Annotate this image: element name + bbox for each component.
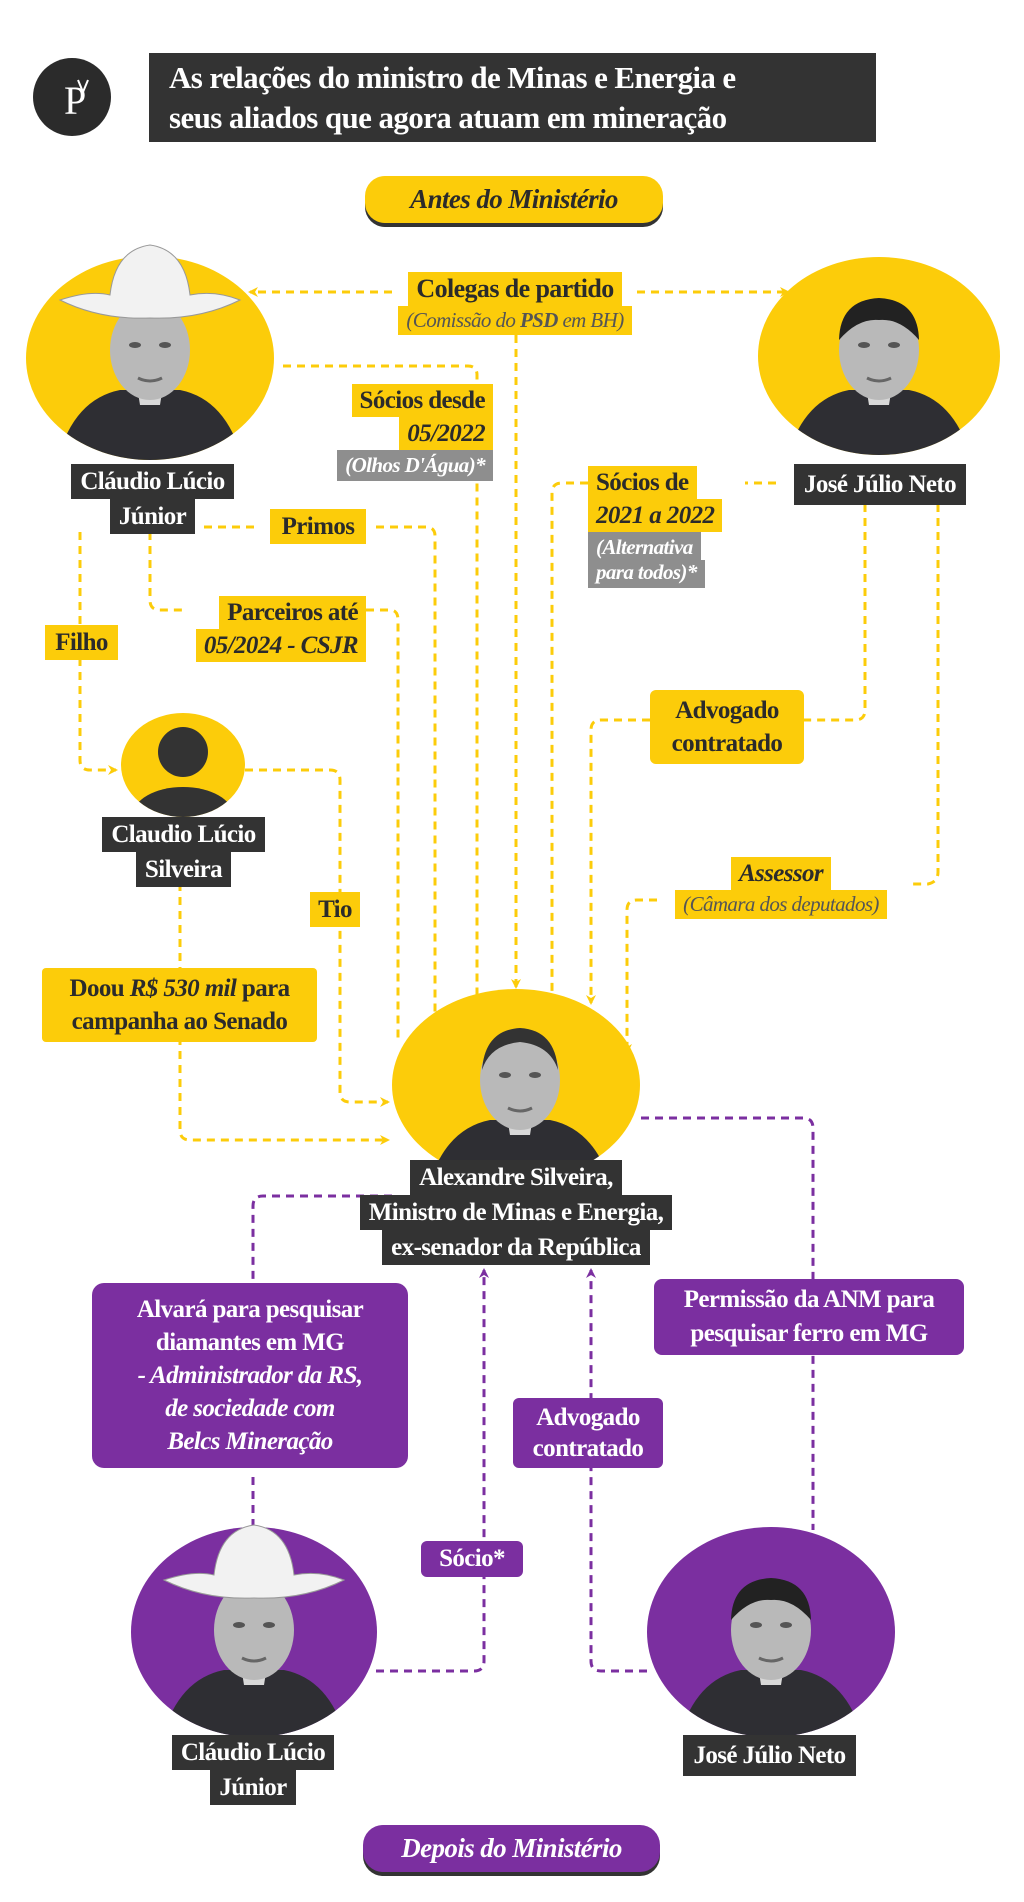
relation-line: Permissão da ANM para [683, 1286, 935, 1313]
name-jose-julio-before: José Júlio Neto [776, 464, 984, 505]
relation-socio: Sócio* [421, 1541, 523, 1577]
name-line: Cláudio Lúcio [171, 1735, 335, 1770]
avatar-claudio-silveira [121, 713, 245, 817]
name-line: Júnior [109, 499, 196, 534]
relation-line: diamantes em MG [155, 1329, 345, 1356]
relation-note: (Câmara dos deputados) [675, 890, 887, 919]
relation-date: 05/2024 - CSJR [195, 629, 366, 662]
relation-note: (Olhos D'Água)* [337, 450, 493, 481]
relation-socios-desde: Sócios desde 05/2022 (Olhos D'Água)* [300, 384, 493, 481]
relation-line: Advogado [536, 1404, 640, 1431]
relation-title: Tio [310, 892, 360, 927]
note-text: em BH) [557, 308, 624, 332]
relation-colegas-de-partido: Colegas de partido (Comissão do PSD em B… [376, 272, 654, 335]
section-after-badge: Depois do Ministério [363, 1825, 660, 1872]
name-line: Ministro de Minas e Energia, [359, 1195, 673, 1230]
relation-date: 2021 a 2022 [588, 499, 723, 532]
photo-claudio-junior-before [26, 244, 274, 460]
relation-title: Parceiros até [219, 596, 366, 629]
donation-amount: R$ 530 mil [129, 975, 237, 1002]
photo-jose-julio-after [647, 1527, 895, 1737]
relation-note: (Comissão do PSD em BH) [398, 306, 632, 335]
relation-date: 05/2022 [399, 417, 493, 450]
relation-permissao-anm: Permissão da ANM para pesquisar ferro em… [654, 1279, 964, 1355]
photo-jose-julio-before [758, 257, 1000, 455]
relation-parceiros: Parceiros até 05/2024 - CSJR [170, 596, 366, 662]
relation-line: contratado [671, 730, 783, 757]
name-claudio-junior-before: Cláudio Lúcio Júnior [60, 464, 245, 534]
relation-title: Primos [269, 509, 367, 544]
name-jose-julio-after: José Júlio Neto [663, 1735, 876, 1776]
cowboy-hat-icon [58, 244, 242, 319]
purple-connectors [251, 1116, 815, 1673]
photo-alexandre-silveira [392, 989, 640, 1181]
relation-advogado-contratado-after: Advogado contratado [513, 1398, 663, 1468]
name-claudio-junior-after: Cláudio Lúcio Júnior [160, 1735, 346, 1805]
text: Doou [69, 975, 130, 1002]
relation-doou: Doou R$ 530 mil para campanha ao Senado [42, 968, 317, 1042]
photo-claudio-junior-after [131, 1524, 377, 1737]
relation-socios-de: Sócios de 2021 a 2022 (Alternativa para … [588, 466, 758, 588]
relation-assessor: Assessor (Câmara dos deputados) [650, 857, 912, 919]
name-line: ex-senador da República [382, 1230, 650, 1265]
relation-line: Alvará para pesquisar [136, 1296, 364, 1323]
relation-line: contratado [532, 1435, 644, 1462]
relation-line: de sociedade com [165, 1395, 335, 1422]
name-alexandre-silveira: Alexandre Silveira, Ministro de Minas e … [330, 1160, 702, 1265]
relation-note: (Alternativa [588, 532, 701, 560]
name-line: Claudio Lúcio [102, 817, 265, 852]
page-title: As relações do ministro de Minas e Energ… [149, 53, 876, 142]
name-line: Cláudio Lúcio [71, 464, 234, 499]
section-before-badge: Antes do Ministério [365, 176, 663, 223]
relation-title: Filho [45, 625, 118, 660]
relation-title: Assessor [730, 857, 832, 890]
relation-advogado-contratado-before: Advogado contratado [650, 690, 804, 764]
relation-tio: Tio [310, 892, 360, 927]
relation-line: pesquisar ferro em MG [690, 1320, 928, 1347]
title-line: seus aliados que agora atuam em mineraçã… [169, 100, 727, 135]
cowboy-hat-icon [162, 1524, 346, 1599]
text: para [236, 975, 290, 1002]
name-line: Silveira [135, 852, 232, 887]
relation-note: para todos)* [588, 560, 705, 588]
relation-line: - Administrador da RS, [137, 1362, 363, 1389]
title-line: As relações do ministro de Minas e Energ… [169, 60, 736, 95]
relation-line: Advogado [675, 697, 779, 724]
name-line: José Júlio Neto [793, 464, 967, 505]
svg-text:P: P [64, 78, 86, 123]
relation-alvara: Alvará para pesquisar diamantes em MG - … [92, 1283, 408, 1468]
relation-line: Doou R$ 530 mil para [52, 972, 307, 1005]
name-claudio-silveira: Claudio Lúcio Silveira [92, 817, 275, 887]
name-line: José Júlio Neto [683, 1735, 856, 1776]
relation-primos: Primos [260, 509, 376, 544]
name-line: Júnior [210, 1770, 296, 1805]
relation-line: Belcs Mineração [167, 1428, 333, 1455]
relation-title: Sócios desde [351, 384, 493, 417]
logo: P [33, 58, 111, 136]
name-line: Alexandre Silveira, [410, 1160, 622, 1195]
relation-line: campanha ao Senado [71, 1008, 288, 1035]
relation-title: Sócios de [588, 466, 697, 499]
relation-filho: Filho [39, 625, 124, 660]
note-bold: PSD [519, 308, 558, 332]
note-text: (Comissão do [406, 308, 520, 332]
yellow-connectors [78, 287, 940, 1145]
relation-title: Colegas de partido [408, 272, 622, 306]
